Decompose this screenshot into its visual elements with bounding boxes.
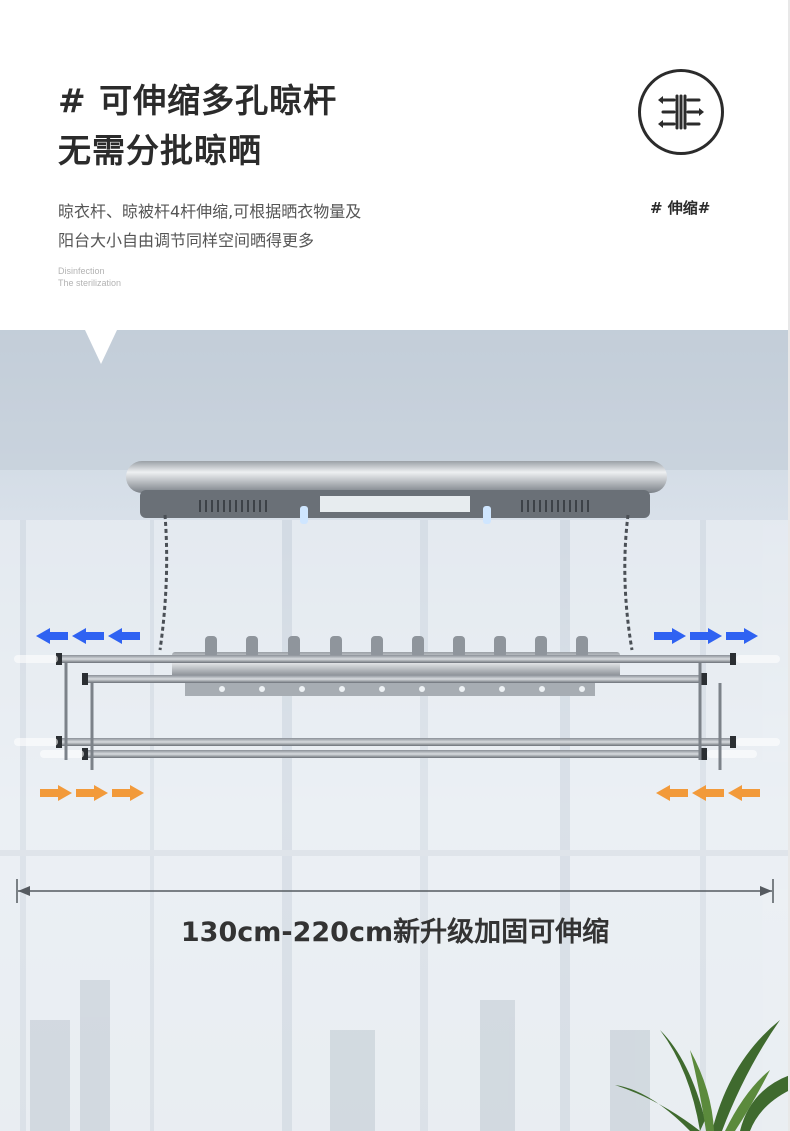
english-subtitle: Disinfection The sterilization	[58, 265, 121, 289]
product-photo: 130cm-220cm新升级加固可伸缩	[0, 330, 790, 1131]
drying-rack-illustration	[0, 330, 790, 1131]
description-line-2: 阳台大小自由调节同样空间晒得更多	[58, 231, 315, 250]
english-line-1: Disinfection	[58, 266, 105, 276]
description: 晾衣杆、晾被杆4杆伸缩,可根据晒衣物量及 阳台大小自由调节同样空间晒得更多	[58, 197, 361, 255]
title-line-1: # 可伸缩多孔晾杆	[58, 81, 338, 120]
description-line-1: 晾衣杆、晾被杆4杆伸缩,可根据晒衣物量及	[58, 202, 362, 221]
feature-tag: # 伸缩#	[650, 199, 711, 217]
header-section: # 可伸缩多孔晾杆 无需分批晾晒 晾衣杆、晾被杆4杆伸缩,可根据晒衣物量及 阳台…	[0, 0, 790, 330]
size-caption: 130cm-220cm新升级加固可伸缩	[180, 917, 610, 948]
right-edge-divider	[788, 0, 790, 1131]
title-line-2: 无需分批晾晒	[58, 131, 262, 170]
retractable-icon	[638, 69, 724, 155]
english-line-2: The sterilization	[58, 278, 122, 288]
